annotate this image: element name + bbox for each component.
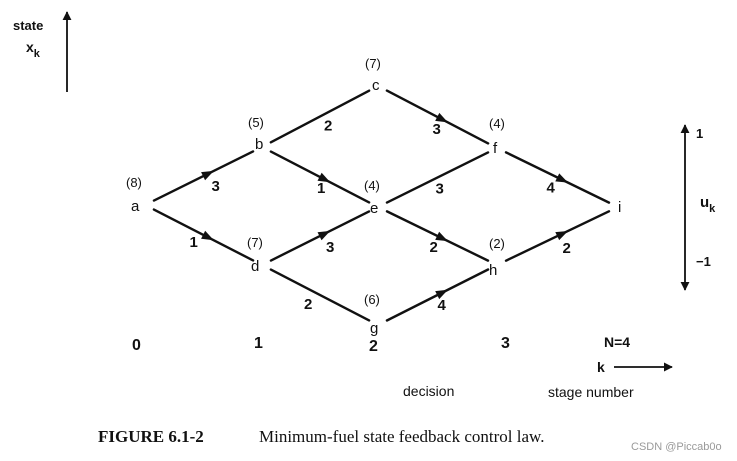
graph-edges: 3 1 2 1 3 2 3 3 2 4 4 2 — [152, 89, 611, 322]
figure-caption-text: Minimum-fuel state feedback control law. — [259, 427, 544, 446]
node-b: b — [255, 136, 263, 153]
edge-weight-e-f: 3 — [436, 181, 444, 198]
node-cost-a: (8) — [126, 175, 142, 190]
state-axis-symbol: xk — [26, 39, 41, 60]
decision-label: decision — [403, 383, 454, 399]
stage-number-0: 0 — [132, 337, 141, 354]
edge-e-f — [385, 151, 490, 204]
edge-weight-d-e: 3 — [326, 239, 334, 256]
figure-caption-label: FIGURE 6.1-2 — [98, 427, 204, 446]
stage-number-1: 1 — [254, 335, 263, 352]
stage-number-2: 2 — [369, 338, 378, 355]
edge-arrow-f-i — [555, 173, 569, 183]
node-h: h — [489, 262, 497, 279]
node-cost-d: (7) — [247, 235, 263, 250]
node-cost-g: (6) — [364, 292, 380, 307]
stage-axis-symbol: k — [597, 359, 605, 375]
node-i: i — [618, 199, 621, 216]
node-e: e — [370, 200, 378, 217]
edge-arrow-e-h — [435, 231, 448, 242]
edge-arrow-h-i — [555, 230, 569, 241]
node-d: d — [251, 258, 259, 275]
stage-number-3: 3 — [501, 335, 510, 352]
stage-axis-label: stage number — [548, 384, 634, 400]
node-cost-h: (2) — [489, 236, 505, 251]
edge-arrow-a-b — [201, 170, 214, 181]
edge-weight-e-h: 2 — [430, 239, 438, 256]
horizon-label: N=4 — [604, 334, 630, 350]
state-axis-label: state — [13, 18, 43, 33]
control-axis-bottom-label: −1 — [696, 254, 711, 269]
node-cost-e: (4) — [364, 178, 380, 193]
control-axis-symbol: uk — [700, 194, 716, 215]
graph-nodes: a (8) b (5) c (7) d (7) e (4) f (4) g (6) h (2) i — [126, 56, 621, 337]
edge-weight-a-b: 3 — [212, 178, 220, 195]
edge-b-c — [269, 89, 371, 144]
edge-d-g — [269, 268, 371, 322]
node-g: g — [370, 320, 378, 337]
edge-weight-b-c: 2 — [324, 118, 332, 135]
edge-weight-h-i: 2 — [563, 240, 571, 257]
node-cost-f: (4) — [489, 116, 505, 131]
edge-weight-a-d: 1 — [190, 234, 198, 251]
edge-arrow-d-e — [317, 230, 331, 241]
edge-arrow-a-d — [201, 230, 214, 241]
node-f: f — [493, 140, 498, 157]
node-cost-b: (5) — [248, 115, 264, 130]
edge-arrow-g-h — [435, 289, 448, 300]
control-axis-top-label: 1 — [696, 126, 703, 141]
node-c: c — [372, 77, 380, 94]
node-a: a — [131, 198, 140, 215]
edge-arrow-c-f — [435, 112, 448, 123]
watermark: CSDN @Piccab0o — [631, 441, 722, 453]
edge-weight-f-i: 4 — [547, 180, 556, 197]
node-cost-c: (7) — [365, 56, 381, 71]
edge-weight-c-f: 3 — [433, 121, 441, 138]
edge-weight-g-h: 4 — [438, 297, 447, 314]
edge-arrow-b-e — [317, 172, 331, 183]
edge-weight-d-g: 2 — [304, 296, 312, 313]
edge-weight-b-e: 1 — [317, 180, 325, 197]
